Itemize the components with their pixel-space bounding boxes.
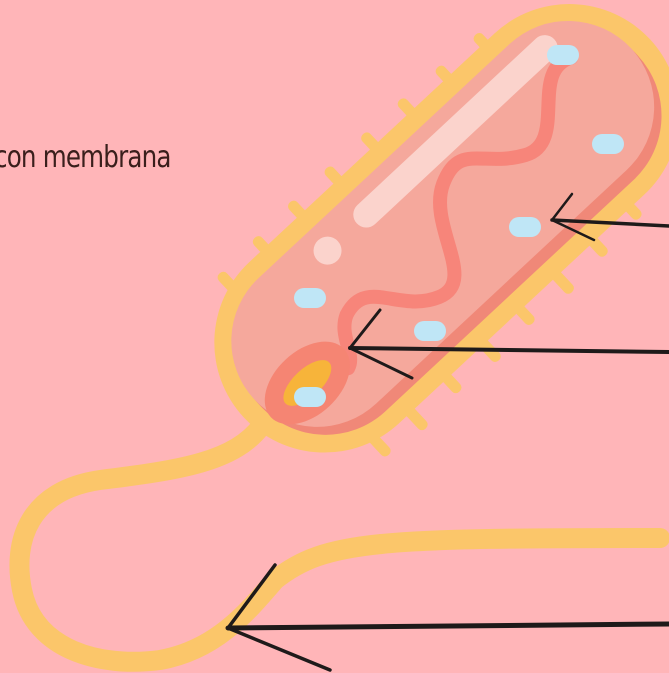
ribosome xyxy=(509,217,541,237)
ribosome xyxy=(547,45,579,65)
caption-text: con membrana xyxy=(0,140,171,175)
ribosome xyxy=(414,321,446,341)
arrow-to-flagellum xyxy=(228,565,669,670)
ribosome xyxy=(294,288,326,308)
ribosome xyxy=(294,387,326,407)
ribosome xyxy=(592,134,624,154)
